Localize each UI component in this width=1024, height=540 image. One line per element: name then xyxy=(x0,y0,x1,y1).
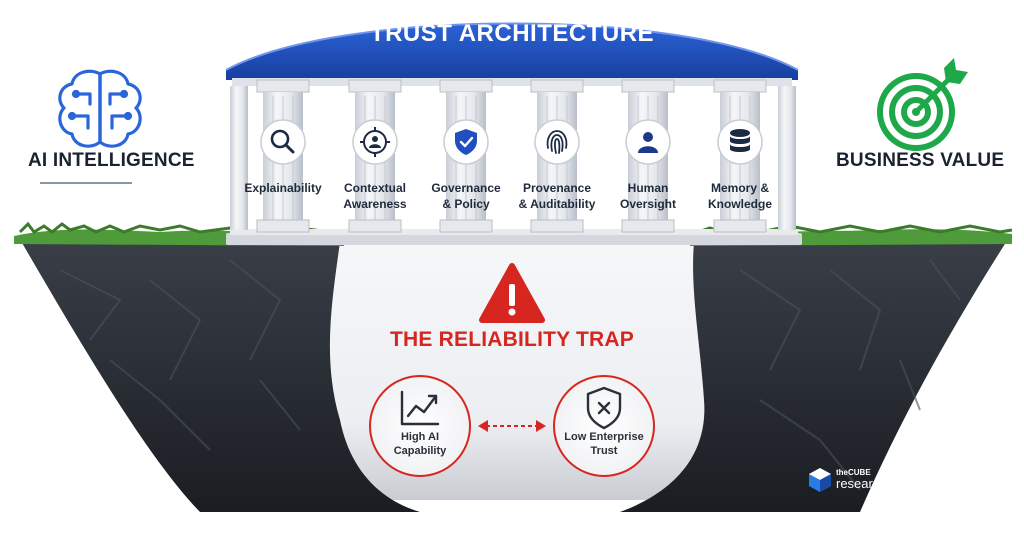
fingerprint-icon xyxy=(546,130,568,154)
tension-arrow xyxy=(478,420,546,432)
pillar-6 xyxy=(713,79,767,233)
shield-x-icon xyxy=(586,386,622,430)
pillars xyxy=(256,79,767,233)
target-person-icon xyxy=(360,127,390,157)
left-title-underline xyxy=(40,182,132,184)
low-trust-label: Low Enterprise Trust xyxy=(564,431,644,457)
logo-line2: research xyxy=(836,476,887,491)
high-capability-label: High AI Capability xyxy=(393,431,447,457)
person-icon xyxy=(638,132,658,153)
right-cliff xyxy=(620,236,1010,512)
database-icon xyxy=(730,129,750,152)
logo-line1: theCUBE xyxy=(836,468,871,477)
reliability-trap-title: THE RELIABILITY TRAP xyxy=(390,328,634,351)
target-arrow-icon xyxy=(877,58,968,151)
high-capability-circle xyxy=(369,375,471,477)
pillar-platform xyxy=(226,233,802,245)
pillar-4 xyxy=(530,79,584,233)
business-value-title: BUSINESS VALUE xyxy=(836,150,1005,171)
outer-column-right xyxy=(778,86,796,230)
arch-title: TRUST ARCHITECTURE xyxy=(369,20,655,47)
pillar-label-2: Contextual Awareness xyxy=(343,181,407,211)
outer-column-left xyxy=(230,86,248,230)
pillar-label-5: Human Oversight xyxy=(619,181,676,211)
pillar-5 xyxy=(621,79,675,233)
brain-circuit-icon xyxy=(58,69,142,148)
pillar-2 xyxy=(348,79,402,233)
pillar-label-3: Governance & Policy xyxy=(431,181,501,211)
low-trust-circle xyxy=(553,375,655,477)
magnifier-icon xyxy=(270,129,295,154)
shield-check-icon xyxy=(455,129,477,155)
pillar-3 xyxy=(439,79,493,233)
trend-up-chart-icon xyxy=(400,390,440,426)
ai-intelligence-title: AI INTELLIGENCE xyxy=(28,150,195,171)
pillar-label-1: Explainability xyxy=(244,181,322,195)
left-cliff xyxy=(18,236,420,512)
trust-arch xyxy=(226,23,798,80)
thecube-logo-icon xyxy=(809,468,831,492)
pillar-1 xyxy=(256,79,310,233)
warning-triangle-icon xyxy=(479,263,545,323)
pillar-label-4: Provenance & Auditability xyxy=(518,181,596,211)
pillar-label-6: Memory & Knowledge xyxy=(707,181,772,211)
